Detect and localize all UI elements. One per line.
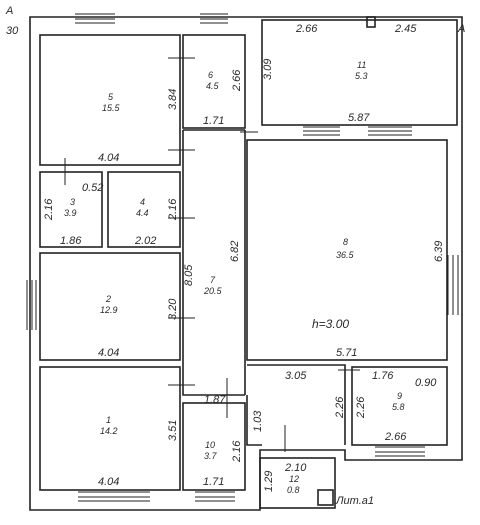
dim-r4-right: 2.16 [167,198,179,221]
window-r2-left [26,280,37,330]
corner-label-30: 30 [6,25,19,37]
annex-step [317,489,334,506]
dim-hall-right: 2.26 [334,396,346,419]
dim-r3-width-top: 0.52 [82,182,103,194]
room-11-number: 11 [357,60,366,70]
room-4-area: 4.4 [136,208,149,218]
dim-r11-top-right: 2.45 [394,23,417,35]
room-6-area: 4.5 [206,81,220,91]
room-8-number: 8 [343,237,348,247]
room-2-number: 2 [105,294,111,304]
room-2-outline [39,252,181,361]
room-8-outline [246,139,448,361]
room-1-number: 1 [106,415,111,425]
window-r11-bottom-right [368,126,412,136]
room-5-number: 5 [108,92,114,102]
room-10-number: 10 [205,440,215,450]
dim-ceiling-height: h=3.00 [312,317,349,331]
room-12-outline [259,457,336,509]
dim-r9-top-left: 1.76 [372,370,394,382]
window-r6-top [200,13,228,24]
hall-walls [246,364,346,446]
window-r8-right [447,255,459,315]
dim-r10-bottom: 1.71 [203,476,224,488]
dim-r3-left: 2.16 [43,198,55,221]
dim-r1-bottom: 4.04 [98,476,119,488]
top-right-notch [366,16,376,28]
room-3-number: 3 [70,197,75,207]
room-6-number: 6 [208,70,213,80]
window-r10-bottom [195,491,235,502]
room-12-area: 0.8 [287,485,300,495]
dim-r11-left: 3.09 [262,59,274,80]
dim-r11-bottom: 5.87 [348,112,370,124]
dim-r1-right: 3.51 [167,420,179,441]
dim-r9-top-right: 0.90 [415,377,437,389]
room-12-number: 12 [289,474,299,484]
room-5-outline [39,34,181,166]
window-r11-bottom-left [303,126,340,136]
corner-top-right-label: А [457,23,465,35]
dim-r4-bottom: 2.02 [134,235,156,247]
dim-r3-bottom: 1.86 [60,235,82,247]
dim-r2-right: 3.20 [167,298,179,320]
dim-r2-bottom: 4.04 [98,347,119,359]
dim-r9-bottom: 2.66 [384,431,407,443]
outer-wall [29,16,463,511]
room-11-area: 5.3 [355,71,368,81]
corner-label-a: А [5,5,13,17]
room-5-area: 15.5 [102,103,121,113]
dim-hall-left-inner: 1.03 [252,410,264,432]
dim-r12-left: 1.29 [263,471,275,492]
room-2-area: 12.9 [100,305,118,315]
dim-r12-top: 2.10 [284,462,307,474]
room-9-number: 9 [397,391,402,401]
dim-hall-top: 3.05 [285,370,307,382]
window-r5-top [75,13,115,24]
room-10-outline [182,402,246,491]
dim-corridor-height: 8.05 [183,264,195,286]
room-8-area: 36.5 [336,250,355,260]
room-4-outline [107,171,181,248]
room-10-area: 3.7 [204,451,218,461]
room-3-area: 3.9 [64,208,77,218]
dim-r5-right: 3.84 [167,89,179,110]
dim-r8-bottom: 5.71 [336,347,357,359]
room-7-area: 20.5 [203,286,223,296]
room-3-outline [39,171,103,248]
dim-r10-top: 1.87 [204,394,226,406]
dim-r9-left: 2.26 [355,396,367,419]
dim-r10-right: 2.16 [231,440,243,463]
annex-label: Лит.а1 [335,495,374,507]
dim-r5-bottom: 4.04 [98,152,119,164]
room-9-outline [351,366,448,446]
room-6-outline [182,34,246,129]
room-1-outline [39,366,181,491]
room-9-area: 5.8 [392,402,405,412]
window-r9-bottom [375,446,425,457]
dim-r11-top-left: 2.66 [295,23,318,35]
dim-r8-left: 6.82 [229,241,241,262]
dim-r8-right: 6.39 [433,241,445,262]
door-ticks [64,57,360,452]
room-11-outline [261,19,458,126]
dim-r6-right: 2.66 [231,69,243,92]
dim-r6-bottom: 1.71 [203,115,224,127]
window-r1-bottom [78,491,150,502]
room-7-number: 7 [210,275,216,285]
room-4-number: 4 [140,197,145,207]
room-1-area: 14.2 [100,426,118,436]
